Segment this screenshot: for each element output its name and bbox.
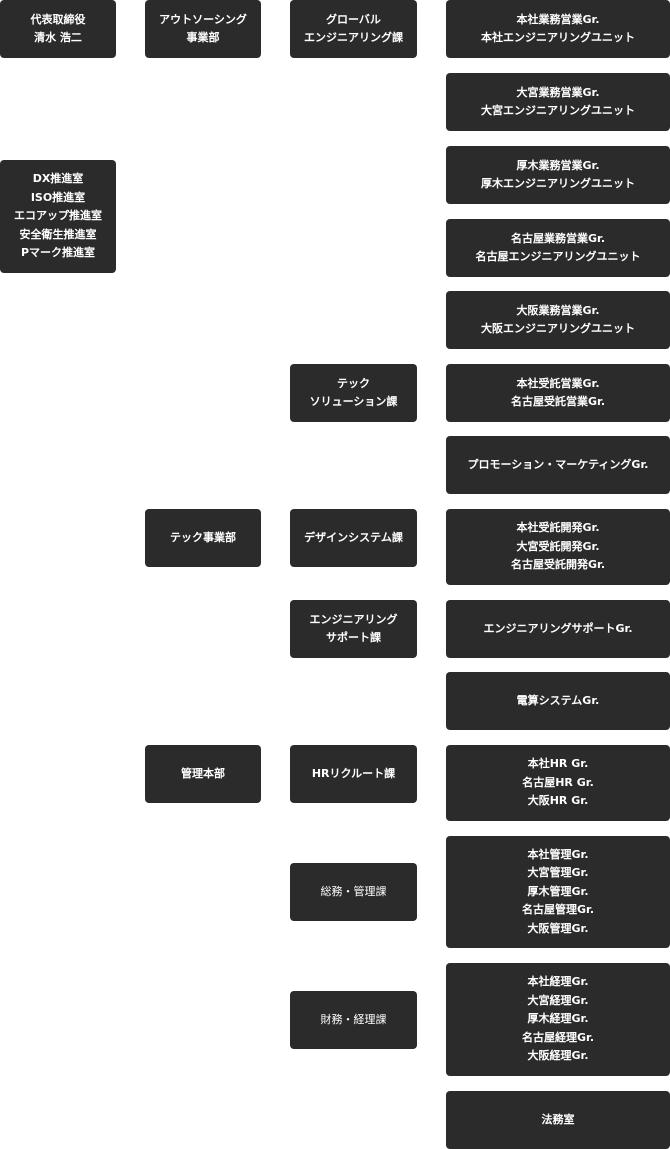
group-box: プロモーション・マーケティングGr. bbox=[446, 436, 670, 494]
group-label: 大宮受託開発Gr. bbox=[516, 539, 600, 553]
section-hr-recruit: HRリクルート課 bbox=[290, 745, 417, 803]
division-label: テック事業部 bbox=[170, 530, 236, 544]
group-label: 大阪管理Gr. bbox=[527, 921, 589, 935]
section-global-engineering: グローバル エンジニアリング課 bbox=[290, 0, 417, 58]
group-label: 大阪HR Gr. bbox=[527, 794, 589, 808]
promotion-offices-box: DX推進室 ISO推進室 エコアップ推進室 安全衛生推進室 Pマーク推進室 bbox=[0, 160, 116, 273]
division-label: アウトソーシング bbox=[159, 12, 247, 26]
office-safety: 安全衛生推進室 bbox=[19, 227, 97, 241]
section-label: 総務・管理課 bbox=[320, 884, 387, 898]
division-tech: テック事業部 bbox=[145, 509, 261, 567]
office-pmark: Pマーク推進室 bbox=[20, 246, 96, 260]
section-finance: 財務・経理課 bbox=[290, 991, 417, 1049]
ceo-name: 清水 浩二 bbox=[34, 31, 82, 44]
group-box: 大宮業務営業Gr. 大宮エンジニアリングユニット bbox=[446, 73, 670, 131]
group-box: 電算システムGr. bbox=[446, 672, 670, 730]
section-tech-solution: テック ソリューション課 bbox=[290, 364, 417, 422]
section-label: エンジニアリング bbox=[309, 612, 398, 626]
division-label: 管理本部 bbox=[181, 766, 225, 780]
group-label: 名古屋管理Gr. bbox=[521, 903, 595, 917]
group-label: 本社受託開発Gr. bbox=[516, 521, 600, 535]
group-label: 大阪業務営業Gr. bbox=[516, 303, 600, 317]
section-label: エンジニアリング課 bbox=[304, 31, 403, 44]
section-label: テック bbox=[337, 376, 370, 390]
group-box: 本社業務営業Gr. 本社エンジニアリングユニット bbox=[446, 0, 670, 58]
group-label: 大阪エンジニアリングユニット bbox=[481, 322, 635, 335]
section-label: ソリューション課 bbox=[309, 395, 398, 408]
group-label: 大阪経理Gr. bbox=[527, 1049, 589, 1063]
group-label: 大宮エンジニアリングユニット bbox=[481, 104, 635, 117]
group-box: 名古屋業務営業Gr. 名古屋エンジニアリングユニット bbox=[446, 219, 670, 277]
group-label: 本社受託営業Gr. bbox=[516, 376, 600, 390]
group-label: 法務室 bbox=[541, 1112, 575, 1126]
group-label: 電算システムGr. bbox=[516, 693, 600, 707]
group-label: 厚木業務営業Gr. bbox=[516, 158, 600, 172]
group-label: プロモーション・マーケティングGr. bbox=[467, 457, 649, 471]
group-label: 名古屋受託開発Gr. bbox=[510, 558, 606, 572]
section-label: グローバル bbox=[326, 12, 381, 26]
office-iso: ISO推進室 bbox=[30, 190, 86, 204]
group-label: 大宮管理Gr. bbox=[527, 866, 589, 880]
group-label: 厚木管理Gr. bbox=[527, 884, 589, 898]
group-label: 名古屋受託営業Gr. bbox=[510, 395, 606, 408]
group-box: 本社経理Gr. 大宮経理Gr. 厚木経理Gr. 名古屋経理Gr. 大阪経理Gr. bbox=[446, 963, 670, 1076]
division-label: 事業部 bbox=[186, 31, 220, 44]
group-label: 名古屋業務営業Gr. bbox=[510, 231, 606, 245]
office-dx: DX推進室 bbox=[32, 172, 84, 186]
group-legal: 法務室 bbox=[446, 1091, 670, 1149]
group-box: 厚木業務営業Gr. 厚木エンジニアリングユニット bbox=[446, 146, 670, 204]
ceo-title: 代表取締役 bbox=[30, 12, 86, 26]
section-general-affairs: 総務・管理課 bbox=[290, 863, 417, 921]
group-box: 本社管理Gr. 大宮管理Gr. 厚木管理Gr. 名古屋管理Gr. 大阪管理Gr. bbox=[446, 836, 670, 948]
group-label: 本社業務営業Gr. bbox=[516, 12, 600, 26]
section-label: 財務・経理課 bbox=[320, 1012, 387, 1026]
group-box: 本社受託営業Gr. 名古屋受託営業Gr. bbox=[446, 364, 670, 422]
group-box: エンジニアリングサポートGr. bbox=[446, 600, 670, 658]
group-label: エンジニアリングサポートGr. bbox=[483, 621, 633, 635]
group-label: 厚木経理Gr. bbox=[527, 1012, 589, 1026]
section-label: HRリクルート課 bbox=[311, 766, 396, 780]
section-label: デザインシステム課 bbox=[304, 530, 403, 544]
group-box: 本社受託開発Gr. 大宮受託開発Gr. 名古屋受託開発Gr. bbox=[446, 509, 670, 585]
group-box: 大阪業務営業Gr. 大阪エンジニアリングユニット bbox=[446, 291, 670, 349]
group-label: 本社管理Gr. bbox=[527, 847, 589, 861]
group-box: 本社HR Gr. 名古屋HR Gr. 大阪HR Gr. bbox=[446, 745, 670, 821]
group-label: 名古屋経理Gr. bbox=[521, 1030, 595, 1044]
division-outsourcing: アウトソーシング 事業部 bbox=[145, 0, 261, 58]
group-label: 名古屋エンジニアリングユニット bbox=[475, 250, 641, 263]
group-label: 大宮経理Gr. bbox=[527, 993, 589, 1007]
ceo-box: 代表取締役 清水 浩二 bbox=[0, 0, 116, 58]
group-label: 名古屋HR Gr. bbox=[522, 775, 594, 789]
group-label: 厚木エンジニアリングユニット bbox=[481, 177, 635, 190]
group-label: 本社経理Gr. bbox=[527, 975, 589, 989]
section-engineering-support: エンジニアリング サポート課 bbox=[290, 600, 417, 658]
group-label: 本社エンジニアリングユニット bbox=[481, 31, 635, 44]
group-label: 本社HR Gr. bbox=[527, 757, 589, 771]
section-label: サポート課 bbox=[326, 631, 381, 644]
division-admin: 管理本部 bbox=[145, 745, 261, 803]
group-label: 大宮業務営業Gr. bbox=[516, 85, 600, 99]
section-design-system: デザインシステム課 bbox=[290, 509, 417, 567]
office-eco: エコアップ推進室 bbox=[14, 209, 102, 223]
